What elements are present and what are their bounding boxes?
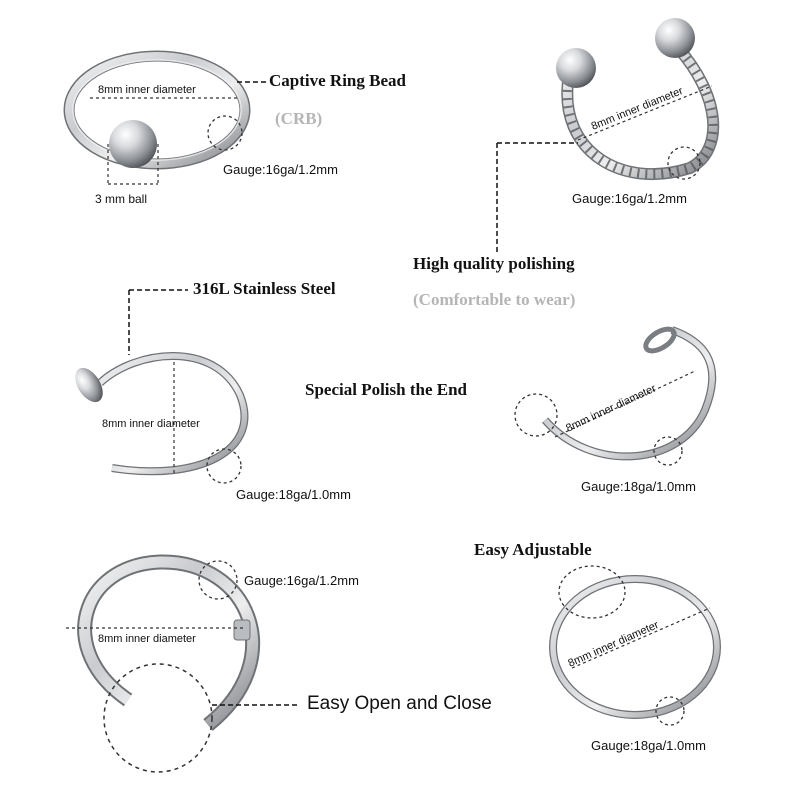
captive-ring-gauge: Gauge:16ga/1.2mm: [223, 162, 338, 177]
hinge-joint: [233, 619, 251, 641]
captive-ring-diameter-label: 8mm inner diameter: [98, 84, 196, 96]
ring-bead-ball: [109, 120, 157, 168]
captive-ring-title: Captive Ring Bead: [269, 71, 406, 90]
loop-ring-gauge: Gauge:18ga/1.0mm: [581, 479, 696, 494]
horseshoe-gauge: Gauge:16ga/1.2mm: [572, 191, 687, 206]
seamless-ring-graphic: [549, 565, 721, 726]
captive-ring-graphic: [63, 50, 266, 185]
horseshoe-ball-right: [655, 18, 695, 58]
captive-ring-ball-label: 3 mm ball: [95, 192, 148, 206]
flat-end-disc: [75, 367, 103, 403]
flat-ring-gauge: Gauge:18ga/1.0mm: [236, 487, 351, 502]
nose-ring-flat-graphic: [75, 289, 249, 484]
seamless-ring-gauge: Gauge:18ga/1.0mm: [591, 738, 706, 753]
polish-end-title: Special Polish the End: [305, 380, 468, 399]
easy-open-close-title: Easy Open and Close: [307, 693, 492, 714]
hinged-ring-graphic: [66, 554, 300, 773]
loop-ring-diameter-label: 8mm inner diameter: [564, 382, 658, 434]
easy-adjustable-title: Easy Adjustable: [474, 540, 592, 559]
flat-ring-diameter-label: 8mm inner diameter: [102, 418, 200, 430]
material-title: 316L Stainless Steel: [193, 279, 336, 298]
seamless-ring-diameter-label: 8mm inner diameter: [566, 619, 661, 670]
polishing-feature-subtitle: (Comfortable to wear): [413, 290, 576, 309]
horseshoe-ball-left: [556, 48, 596, 88]
horseshoe-diameter-label: 8mm inner diameter: [590, 85, 685, 133]
hinged-ring-diameter-label: 8mm inner diameter: [98, 633, 196, 645]
gauge-callout-circle: [207, 115, 243, 151]
hinged-ring-gauge: Gauge:16ga/1.2mm: [244, 573, 359, 588]
polishing-feature-title: High quality polishing: [413, 254, 575, 273]
captive-ring-subtitle: (CRB): [275, 109, 323, 128]
nose-ring-loop-graphic: [514, 326, 717, 466]
loop-end: [643, 326, 677, 354]
twisted-horseshoe-graphic: [496, 18, 720, 252]
